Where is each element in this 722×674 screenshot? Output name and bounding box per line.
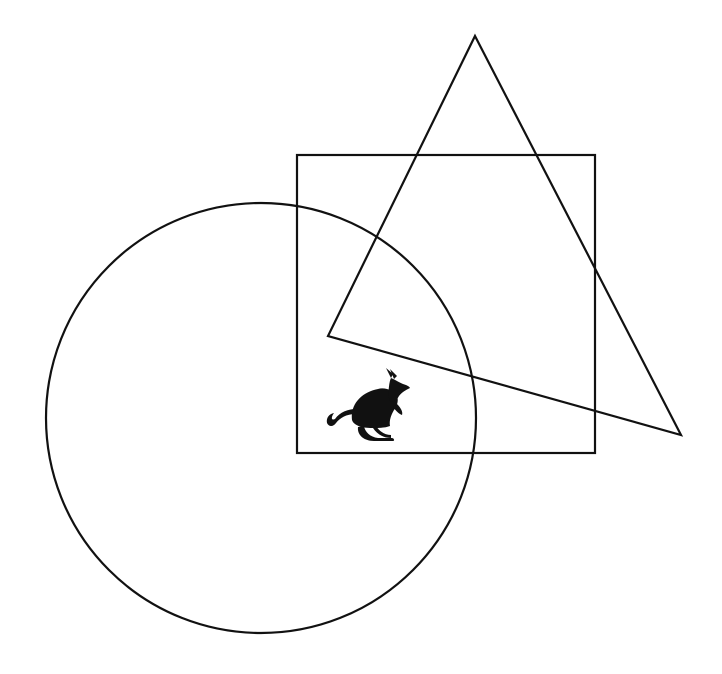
square-shape: [295, 153, 597, 455]
kangaroo-icon: [326, 368, 410, 441]
triangle-shape: [326, 33, 684, 437]
circle-shape: [44, 201, 478, 635]
